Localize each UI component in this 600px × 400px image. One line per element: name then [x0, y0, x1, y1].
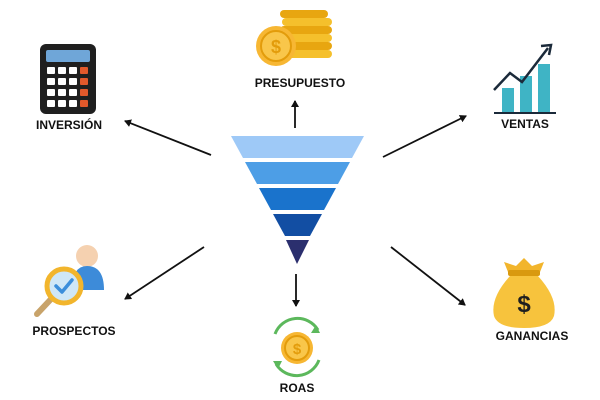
- funnel-layer-2: [245, 162, 350, 184]
- user-magnifier-icon: [34, 245, 104, 317]
- calculator-icon: [40, 44, 96, 114]
- label-ventas: VENTAS: [501, 117, 549, 131]
- funnel-layer-5: [286, 240, 309, 264]
- label-presupuesto: PRESUPUESTO: [255, 76, 345, 90]
- funnel-layer-1: [231, 136, 364, 158]
- svg-text:$: $: [517, 291, 531, 318]
- money-bag-icon: $: [493, 258, 555, 328]
- arrow-prospectos: [124, 246, 205, 300]
- arrow-ganancias: [390, 246, 466, 306]
- svg-text:$: $: [293, 341, 302, 358]
- arrow-inversion: [124, 119, 212, 156]
- label-roas: ROAS: [280, 381, 315, 395]
- funnel-layer-4: [273, 214, 322, 236]
- arrows: [124, 100, 467, 307]
- coin-cycle-icon: $: [273, 316, 321, 378]
- svg-text:$: $: [271, 37, 281, 57]
- label-prospectos: PROSPECTOS: [32, 324, 115, 338]
- funnel: [231, 136, 364, 264]
- label-ganancias: GANANCIAS: [496, 329, 569, 343]
- growth-chart-icon: [493, 43, 556, 114]
- funnel-layer-3: [259, 188, 336, 210]
- arrow-ventas: [382, 115, 467, 158]
- label-inversion: INVERSIÓN: [36, 117, 102, 132]
- coins-stack-icon: $: [256, 10, 332, 66]
